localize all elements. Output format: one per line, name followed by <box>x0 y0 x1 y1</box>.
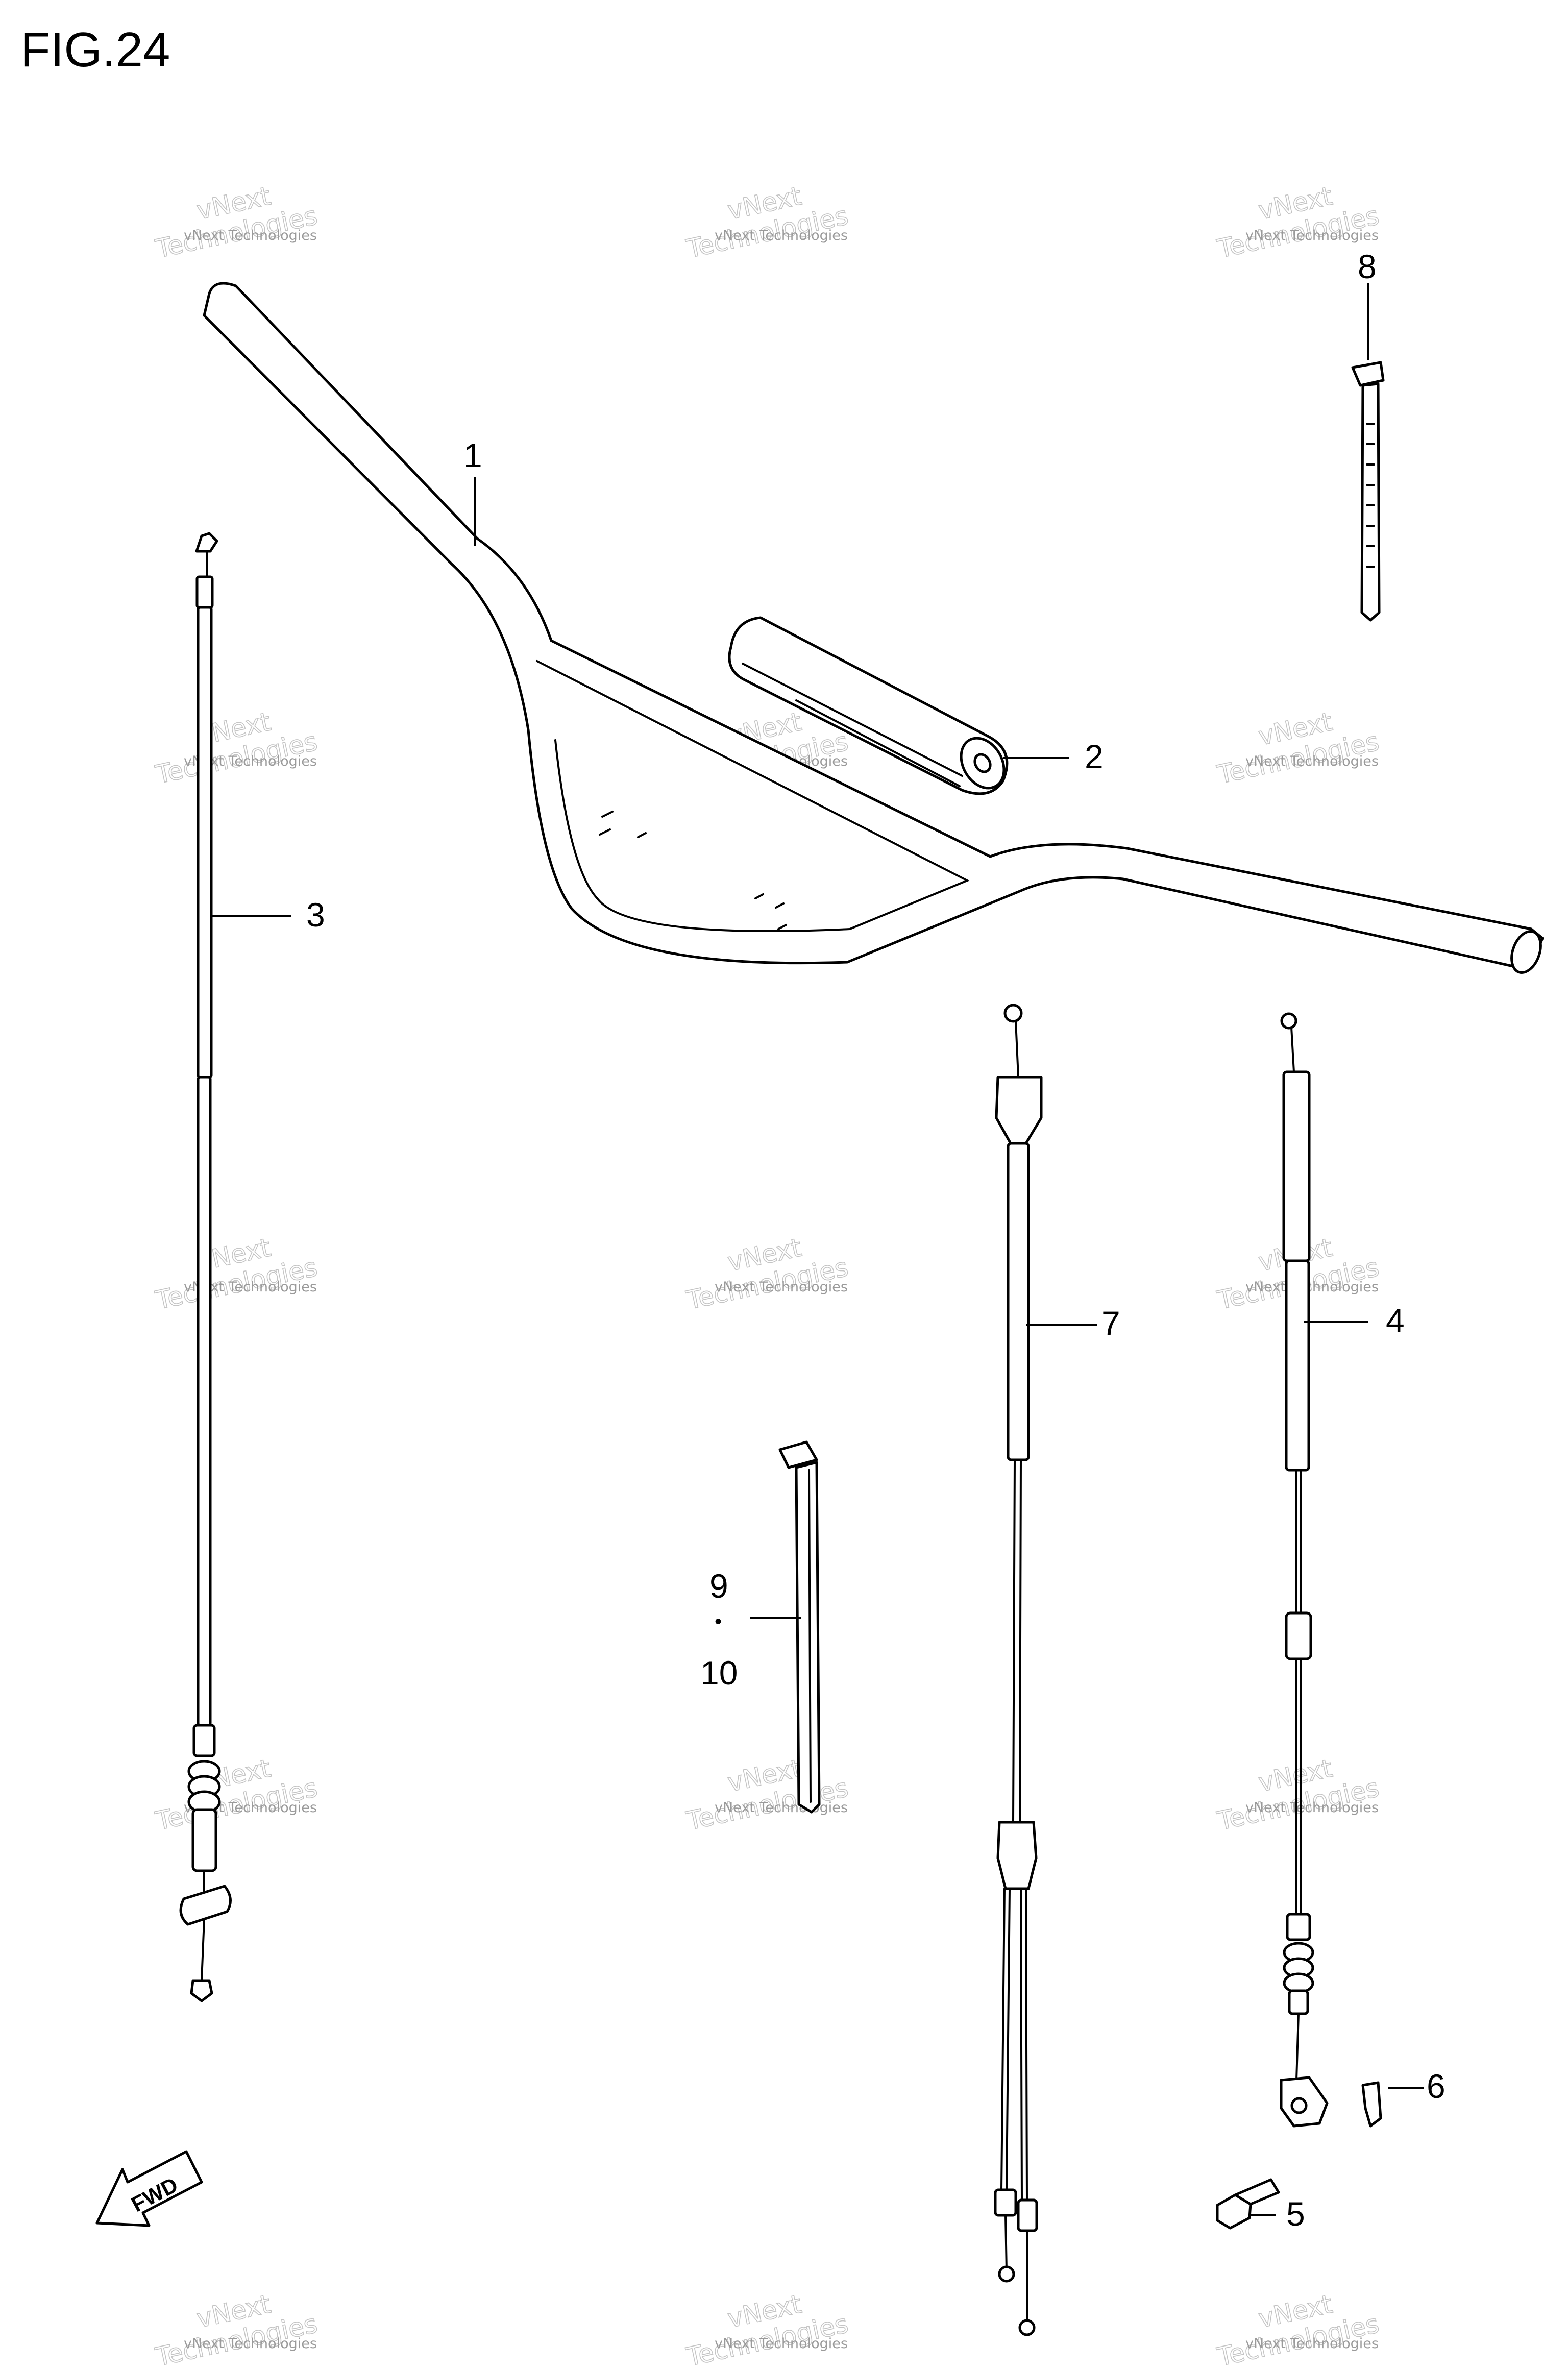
part-4-clutch-cable[interactable] <box>1280 1012 1329 2128</box>
watermark-text: vNext Technologies <box>1245 1800 1379 1816</box>
part-8-cable-tie[interactable] <box>1351 361 1385 622</box>
part-2-handlebar-pad[interactable] <box>728 616 1013 796</box>
watermark-text: vNext Technologies <box>184 2336 317 2352</box>
callout-9: 9 <box>709 1567 728 1605</box>
callout-7: 7 <box>1101 1304 1120 1342</box>
callout-1: 1 <box>463 436 482 474</box>
callout-3: 3 <box>306 896 325 934</box>
watermark-text: vNext Technologies <box>715 228 848 243</box>
part-1-handlebar[interactable] <box>203 282 1546 976</box>
part-5-pin[interactable] <box>1216 2178 1280 2230</box>
callout-2: 2 <box>1085 738 1104 775</box>
leader-lines <box>212 283 1424 2216</box>
watermark-text: vNext Technologies <box>1245 1279 1379 1295</box>
part-7-throttle-cable[interactable] <box>994 1004 1043 2336</box>
watermark-text: vNext Technologies <box>715 1279 848 1295</box>
callout-5: 5 <box>1286 2195 1305 2233</box>
callout-4: 4 <box>1386 1302 1405 1339</box>
watermark-text: vNext Technologies <box>1245 2336 1379 2352</box>
figure-title: FIG.24 <box>20 22 170 77</box>
watermark-text: vNext Technologies <box>715 1800 848 1816</box>
fwd-direction-indicator: FWD <box>95 2150 203 2227</box>
watermark-text: vNext Technologies <box>715 2336 848 2352</box>
part-9-10-cable-tie[interactable] <box>778 1440 821 1814</box>
callout-8: 8 <box>1358 248 1377 285</box>
watermark-text: vNext Technologies <box>184 228 317 243</box>
callout-9-10-separator: • <box>715 1610 722 1633</box>
watermark-text: vNext Technologies <box>1245 228 1379 243</box>
part-6-cotter-pin[interactable] <box>1361 2081 1382 2128</box>
callout-6: 6 <box>1427 2067 1446 2105</box>
part-3-brake-cable[interactable] <box>179 532 232 2002</box>
callout-10: 10 <box>700 1654 738 1692</box>
watermark-text: vNext Technologies <box>1245 753 1379 769</box>
